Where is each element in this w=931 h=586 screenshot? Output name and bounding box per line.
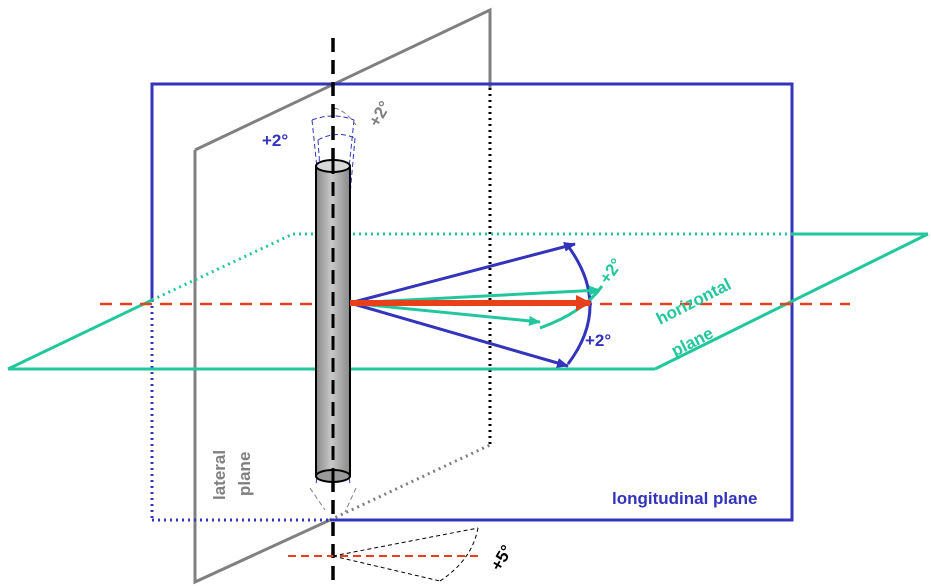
longitudinal-plane-label: longitudinal plane (612, 489, 757, 508)
lateral-plane (193, 7, 492, 585)
tolerance-label-bottom: +5° (487, 542, 517, 574)
tolerance-label-green: +2° (596, 255, 627, 288)
longitudinal-plane (150, 82, 794, 522)
lateral-plane-label-line1: lateral (210, 450, 229, 500)
lateral-plane-label-line2: plane (235, 452, 254, 496)
direction-arrows (349, 241, 604, 368)
tolerance-label-blue-right: +2° (585, 331, 611, 350)
green-arrow-lower (349, 301, 541, 326)
blue-arrow-lower (349, 301, 569, 368)
horizontal-plane-label-line2: plane (668, 323, 716, 360)
tolerance-label-blue-left: +2° (262, 131, 288, 150)
bottom-tolerance-sketch (288, 527, 479, 582)
blue-arrow-upper (349, 241, 576, 305)
horizontal-plane-label-line1: horizontal (653, 275, 734, 329)
cylinder-rod (315, 159, 351, 483)
tolerance-label-gray-top: +2° (365, 98, 395, 130)
rod-tolerance-cone-gray (309, 107, 357, 513)
